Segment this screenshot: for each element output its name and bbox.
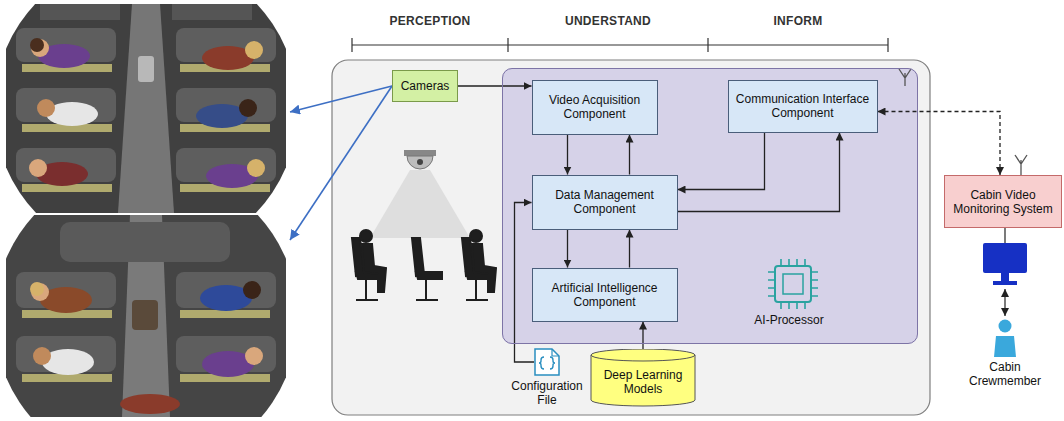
cabin-floor bbox=[6, 4, 286, 213]
data-flow-arrow bbox=[458, 85, 532, 86]
node-label: Video Acquisition Component bbox=[538, 93, 652, 121]
data-flow-arrow bbox=[629, 230, 630, 268]
config-file-icon bbox=[534, 348, 560, 376]
node-label: Artificial Intelligence Component bbox=[538, 281, 672, 309]
camera-image-arrow bbox=[290, 86, 392, 240]
chip-pins bbox=[768, 259, 818, 309]
data-flow-arrow bbox=[642, 322, 643, 350]
chip-icon bbox=[775, 266, 811, 302]
seat-cushion bbox=[180, 310, 270, 318]
seat-backs bbox=[60, 222, 230, 262]
seat-icons bbox=[352, 230, 496, 300]
brace-glyph bbox=[539, 357, 555, 369]
data-flow-arrow bbox=[629, 135, 630, 175]
camera-lens bbox=[417, 159, 423, 165]
monitor-wire bbox=[1004, 228, 1005, 243]
passenger-head bbox=[29, 159, 47, 177]
cabin-floor bbox=[6, 215, 286, 417]
monitoring-box: Cabin Video Monitoring System bbox=[944, 175, 1062, 228]
seat-leg bbox=[356, 279, 378, 300]
node-label: Cabin Crewmember bbox=[968, 360, 1042, 388]
component-box: Video Acquisition Component bbox=[532, 80, 658, 135]
passenger-head bbox=[239, 99, 257, 117]
cylinder-rim bbox=[591, 355, 695, 361]
file-fold bbox=[552, 349, 559, 356]
passenger-hair bbox=[30, 38, 44, 52]
node-label: Cameras bbox=[401, 79, 450, 93]
data-flow-arrow bbox=[678, 133, 765, 190]
passenger-head bbox=[245, 41, 263, 59]
stage-bracket bbox=[352, 38, 888, 52]
antenna-symbol bbox=[899, 69, 911, 86]
config-file: Configuration File bbox=[509, 348, 585, 411]
model-store: Deep Learning Models bbox=[590, 349, 696, 407]
seat-cushion bbox=[22, 374, 112, 382]
chip-core bbox=[783, 274, 803, 294]
node-label: Cabin Video Monitoring System bbox=[950, 188, 1056, 216]
overhead-bin bbox=[40, 4, 120, 20]
system-housing bbox=[332, 60, 930, 415]
passenger-head bbox=[31, 39, 49, 57]
operator-link bbox=[1004, 289, 1005, 316]
passenger-head bbox=[31, 283, 49, 301]
seat-leg bbox=[416, 279, 438, 300]
passenger-hair bbox=[30, 282, 44, 296]
file-sheet bbox=[535, 349, 559, 375]
stage-heading: UNDERSTAND bbox=[538, 14, 678, 28]
cylinder-body bbox=[591, 349, 695, 406]
passenger-icon-body bbox=[472, 244, 496, 292]
component-box: Data Management Component bbox=[532, 175, 678, 230]
component-box: Communication Interface Component bbox=[728, 80, 878, 133]
data-flow-arrow bbox=[678, 133, 840, 212]
overhead-bin bbox=[172, 4, 252, 20]
dome-camera-mount bbox=[404, 150, 436, 156]
aisle-bag bbox=[132, 300, 158, 330]
processor-region: AI-Processor Video Acquisition Component C… bbox=[502, 68, 918, 344]
passenger bbox=[120, 394, 180, 414]
node-label: Communication Interface Component bbox=[734, 92, 872, 120]
cabin-fisheye-image bbox=[6, 4, 286, 213]
stage-heading: INFORM bbox=[728, 14, 868, 28]
dome-camera bbox=[407, 156, 433, 169]
antenna-symbol bbox=[1015, 155, 1027, 175]
data-flow-arrow bbox=[567, 230, 568, 268]
node-label: Configuration File bbox=[511, 379, 582, 407]
data-flow-arrow bbox=[567, 135, 568, 175]
wireless-link bbox=[878, 112, 1001, 176]
aisle-object bbox=[138, 56, 154, 82]
region-label: AI-Processor bbox=[739, 313, 839, 327]
monitor-base bbox=[993, 281, 1017, 285]
cabin-aisle bbox=[118, 4, 174, 213]
person-body bbox=[994, 336, 1016, 357]
processor-region-fill bbox=[502, 68, 918, 344]
sensor-box: Cameras bbox=[392, 70, 458, 102]
passenger-icon-head bbox=[360, 230, 372, 242]
seat-leg bbox=[466, 279, 488, 300]
passenger-head bbox=[243, 281, 261, 299]
passenger-icon-body bbox=[362, 244, 386, 292]
passenger-head bbox=[37, 99, 55, 117]
person-icon bbox=[992, 318, 1018, 358]
crew-actor: Cabin Crewmember bbox=[963, 318, 1047, 392]
passenger-head bbox=[33, 347, 51, 365]
node-label: Deep Learning Models bbox=[595, 368, 691, 396]
passenger-icon-head bbox=[470, 230, 482, 242]
seat-cushion-icon bbox=[416, 272, 442, 279]
monitor-stand bbox=[1001, 273, 1009, 281]
passenger-head bbox=[245, 347, 263, 365]
cabin-fisheye-image bbox=[6, 215, 286, 417]
passenger-head bbox=[247, 159, 265, 177]
camera-view-cone bbox=[370, 170, 470, 238]
seat-back bbox=[412, 238, 424, 276]
person-head bbox=[999, 320, 1012, 333]
node-label: Data Management Component bbox=[538, 188, 672, 216]
component-box: Artificial Intelligence Component bbox=[532, 268, 678, 322]
stage-heading: PERCEPTION bbox=[360, 14, 500, 28]
monitor-screen bbox=[983, 243, 1027, 273]
